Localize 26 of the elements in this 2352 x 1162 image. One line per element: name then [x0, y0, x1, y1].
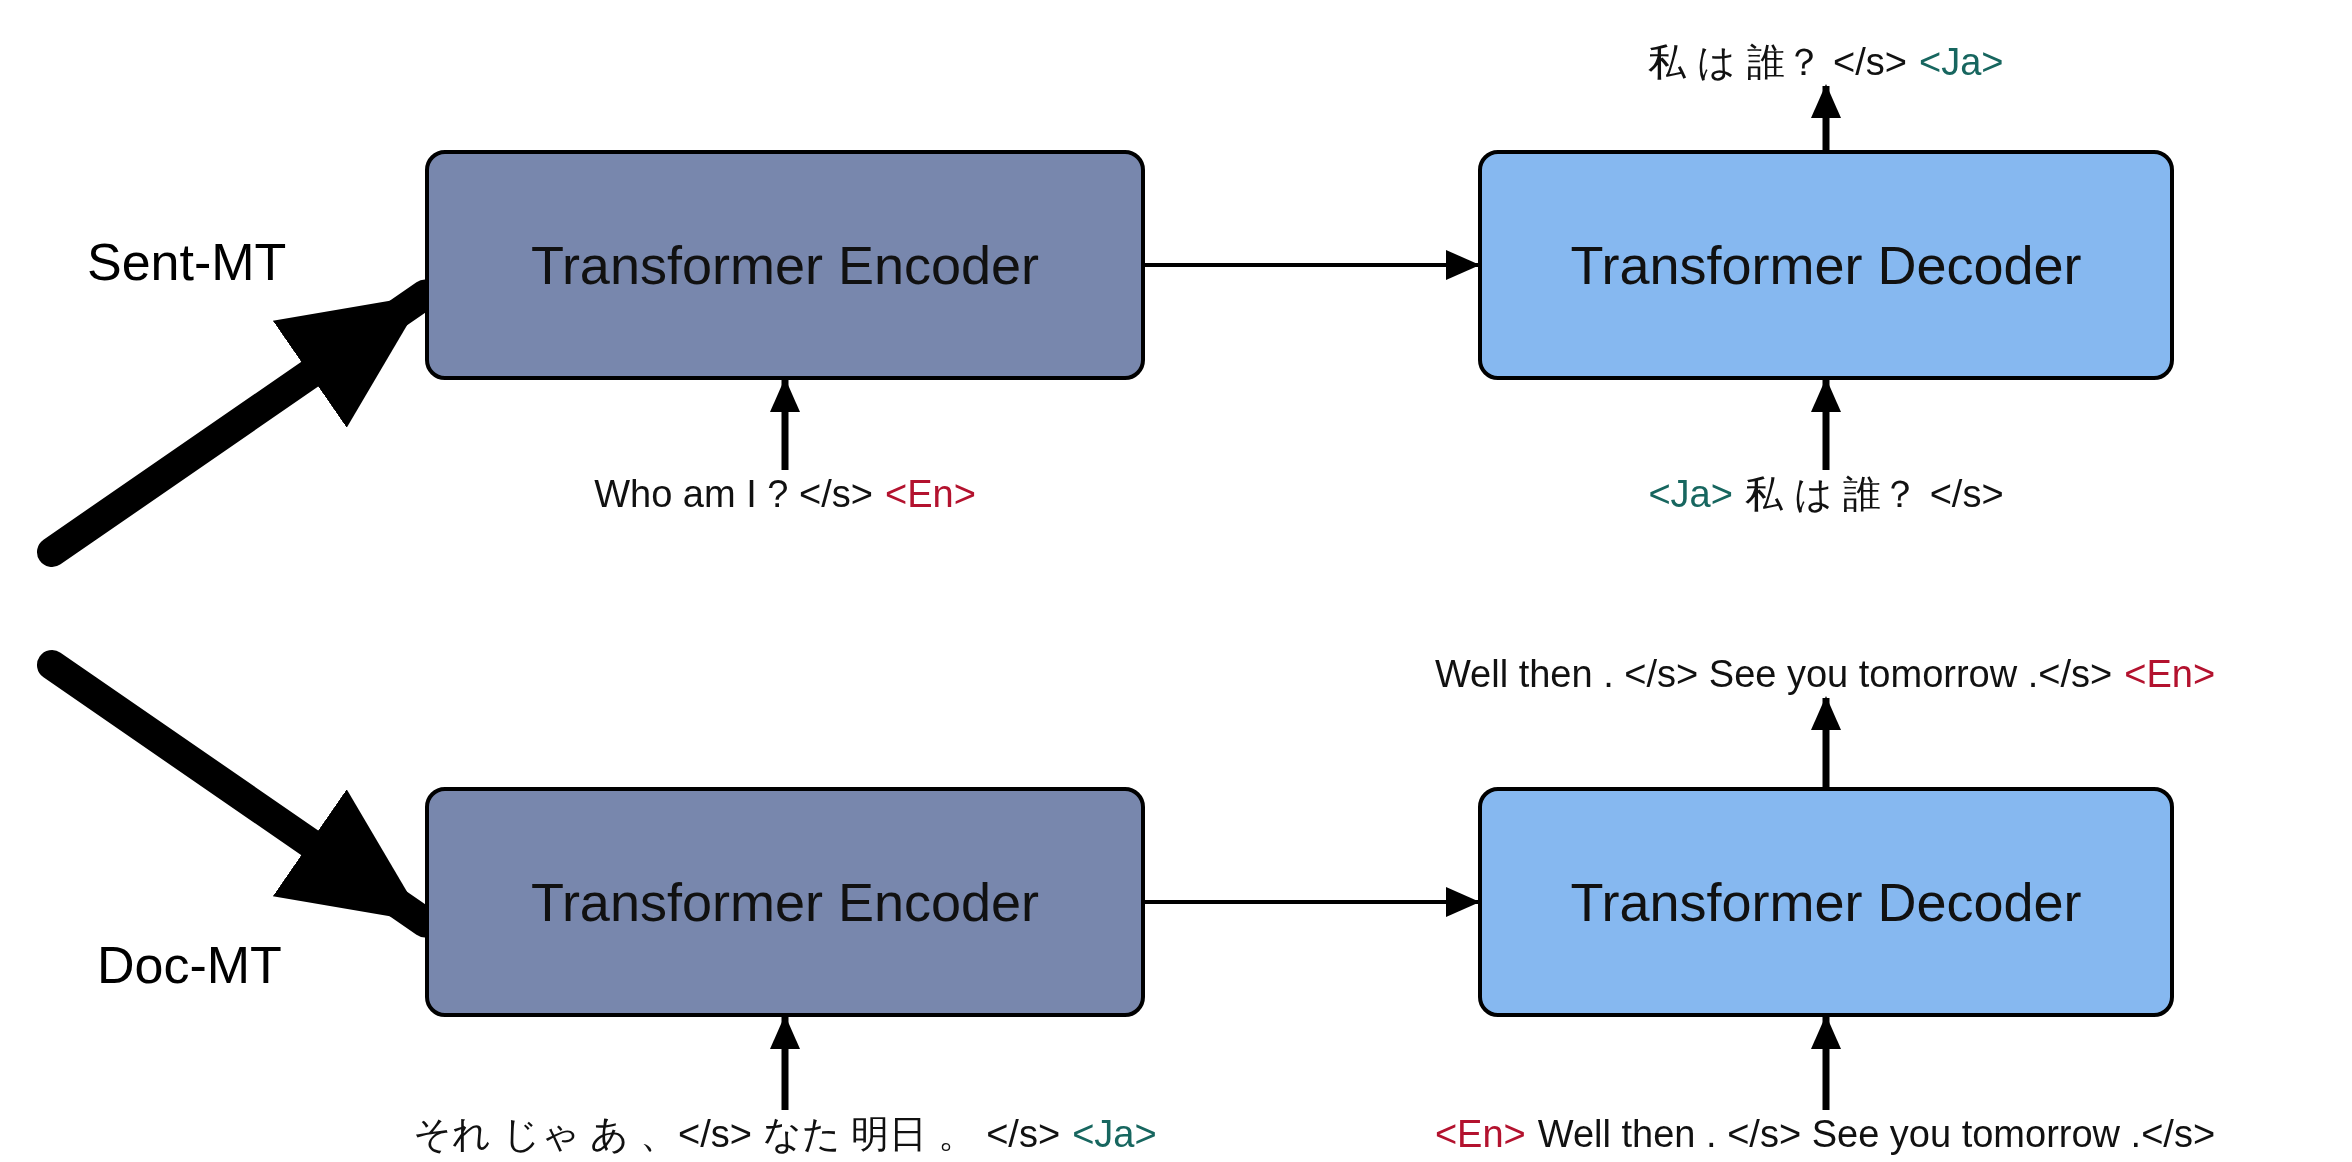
- token-sequence: Who am I ? </s>: [594, 473, 873, 515]
- row-label: Sent-MT: [87, 232, 287, 292]
- token-sequence: Well then . </s> See you tomorrow .</s>: [1434, 653, 2113, 695]
- box-title: Transformer Decoder: [1570, 234, 2082, 296]
- language-tag: <Ja>: [1919, 41, 2004, 83]
- language-tag: <Ja>: [1072, 1113, 1157, 1155]
- token-sequence: Well then . </s> See you tomorrow .</s>: [1537, 1113, 2216, 1155]
- box-title: Transformer Encoder: [530, 234, 1040, 296]
- language-tag: <En>: [2124, 653, 2216, 695]
- encoder-box: [425, 150, 1145, 380]
- arrow: [1811, 84, 1841, 150]
- language-tag: <Ja>: [1648, 473, 1733, 515]
- token-sequence: 私 は 誰？ </s>: [1648, 41, 1908, 83]
- arrow: [1811, 696, 1841, 787]
- decoder-box: [1478, 150, 2174, 380]
- encoder-box: [425, 787, 1145, 1017]
- language-tag: <En>: [884, 473, 976, 515]
- box-title: Transformer Decoder: [1570, 871, 2082, 933]
- token-sequence: それ じゃ あ 、</s> なた 明日 。 </s>: [413, 1113, 1061, 1155]
- row-label: Doc-MT: [97, 935, 282, 995]
- arrow: [1145, 887, 1480, 917]
- language-tag: <En>: [1434, 1113, 1526, 1155]
- token-sequence: 私 は 誰？ </s>: [1744, 473, 2004, 515]
- arrow: [1145, 250, 1480, 280]
- box-title: Transformer Encoder: [530, 871, 1040, 933]
- decoder-box: [1478, 787, 2174, 1017]
